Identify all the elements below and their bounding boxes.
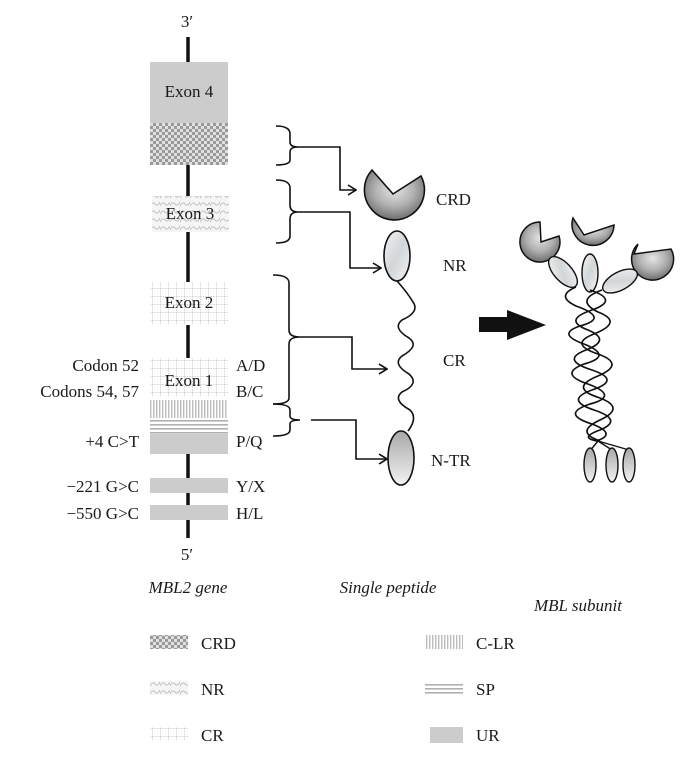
bracket-crd xyxy=(275,125,299,166)
subunit-nr-middle xyxy=(581,253,599,293)
subunit-ntr-left xyxy=(583,447,597,483)
subunit-crd-middle xyxy=(571,216,615,247)
mapping-brackets xyxy=(272,125,387,459)
allele-a-d: A/D xyxy=(236,356,265,375)
polymorphism-left-plus4: +4 C>T xyxy=(85,432,139,451)
bracket-nr xyxy=(275,179,299,244)
legend-swatch-cr xyxy=(150,727,188,741)
exon-1: Exon 1 xyxy=(150,358,228,454)
peptide-label-nr: NR xyxy=(443,256,467,275)
allele-h-l: H/L xyxy=(236,504,263,523)
connector-ntr-arrow xyxy=(311,419,387,459)
connector-crd-arrow xyxy=(298,146,356,190)
exon-4-label: Exon 4 xyxy=(165,82,214,101)
subunit-crd-left xyxy=(519,221,561,263)
transition-arrow-icon xyxy=(479,310,546,340)
exon-1-label: Exon 1 xyxy=(165,371,214,390)
subunit-nr-left xyxy=(547,255,579,289)
legend-label-nr: NR xyxy=(201,680,225,699)
legend-swatch-clr xyxy=(425,635,463,649)
connector-cr-arrow xyxy=(300,336,387,369)
peptide-ntr-domain xyxy=(387,430,415,486)
subunit-crd-right xyxy=(630,243,675,281)
connector-nr-arrow xyxy=(298,211,381,268)
polymorphism-labels: Codon 52 A/D Codons 54, 57 B/C +4 C>T P/… xyxy=(40,356,265,523)
mbl-subunit: MBL subunit xyxy=(519,216,675,615)
peptide-caption: Single peptide xyxy=(340,578,437,597)
exon-4: Exon 4 xyxy=(150,62,228,165)
legend-label-sp: SP xyxy=(476,680,495,699)
polymorphism-left-minus221: −221 G>C xyxy=(66,477,139,496)
gene-3prime-label: 3′ xyxy=(181,12,193,31)
legend-swatch-sp xyxy=(425,682,463,696)
legend: CRD NR CR C-LR SP UR xyxy=(150,634,515,745)
exon-2-cr-block xyxy=(150,282,228,325)
gene-5prime-label: 5′ xyxy=(181,545,193,564)
peptide-label-crd: CRD xyxy=(436,190,471,209)
exon-1-sp-block xyxy=(150,419,228,434)
gene-caption: MBL2 gene xyxy=(148,578,228,597)
legend-label-cr: CR xyxy=(201,726,224,745)
exon-1-ur-block xyxy=(150,434,228,454)
exon-2: Exon 2 xyxy=(150,282,228,325)
promoter-ur-block-221 xyxy=(150,478,228,493)
peptide-label-ntr: N-TR xyxy=(431,451,471,470)
exon-3: Exon 3 xyxy=(152,196,229,232)
bracket-cr xyxy=(272,274,301,405)
subunit-caption: MBL subunit xyxy=(533,596,623,615)
peptide-nr-domain xyxy=(383,230,411,282)
exon-1-clr-block xyxy=(150,400,228,418)
single-peptide: CRD NR CR N-TR Single peptide xyxy=(340,168,471,597)
exon-3-label: Exon 3 xyxy=(166,204,215,223)
allele-y-x: Y/X xyxy=(236,477,265,496)
legend-swatch-nr xyxy=(150,681,188,695)
exon-1-cr-block xyxy=(150,358,228,397)
exon-3-nr-block xyxy=(152,196,229,232)
peptide-cr-wavy-line xyxy=(396,280,416,432)
legend-swatch-crd xyxy=(150,635,188,649)
exon-4-crd-block xyxy=(150,123,228,165)
subunit-ntr-right xyxy=(622,447,636,483)
subunit-ntr-middle xyxy=(605,447,619,483)
peptide-label-cr: CR xyxy=(443,351,466,370)
polymorphism-left-minus550: −550 G>C xyxy=(66,504,139,523)
mbl2-gene: 3′ Exon 4 Exon 3 Exon 2 xyxy=(40,12,265,597)
legend-label-crd: CRD xyxy=(201,634,236,653)
exon-2-label: Exon 2 xyxy=(165,293,214,312)
promoter-ur-block-550 xyxy=(150,505,228,520)
polymorphism-left-codons54-57: Codons 54, 57 xyxy=(40,382,139,401)
allele-p-q: P/Q xyxy=(236,432,262,451)
legend-swatch-ur xyxy=(430,727,463,743)
subunit-nr-right xyxy=(602,268,638,294)
legend-label-ur: UR xyxy=(476,726,500,745)
peptide-crd-domain xyxy=(363,168,426,221)
exon-4-ur-block xyxy=(150,62,228,123)
bracket-ntr xyxy=(272,403,301,437)
polymorphism-left-codon52: Codon 52 xyxy=(72,356,139,375)
legend-label-clr: C-LR xyxy=(476,634,515,653)
allele-b-c: B/C xyxy=(236,382,263,401)
subunit-collagen-triple-helix xyxy=(564,286,614,442)
